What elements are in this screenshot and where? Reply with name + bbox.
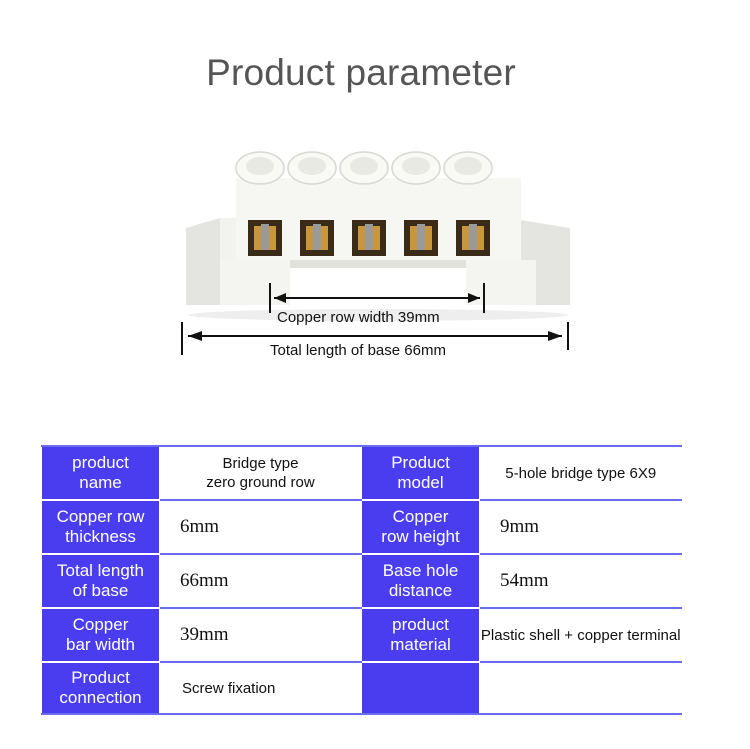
- param-key: Total length of base: [41, 553, 160, 608]
- param-value: 9mm: [479, 499, 682, 554]
- param-key: Copper row height: [361, 499, 480, 554]
- param-value: 54mm: [479, 553, 682, 608]
- param-value: 39mm: [159, 607, 362, 662]
- param-value: Plastic shell + copper terminal: [479, 607, 682, 662]
- bus-bar-product-image: [181, 151, 570, 355]
- param-key: Copper bar width: [41, 607, 160, 662]
- param-key: Base hole distance: [361, 553, 480, 608]
- table-row: product name Bridge type zero ground row…: [41, 445, 682, 500]
- param-key: Product model: [361, 445, 480, 500]
- table-row: Copper row thickness 6mm Copper row heig…: [41, 499, 682, 554]
- param-key: Copper row thickness: [41, 499, 160, 554]
- table-row: Copper bar width 39mm product material P…: [41, 607, 682, 662]
- param-value: 66mm: [159, 553, 362, 608]
- param-key-empty: [361, 661, 480, 715]
- table-row: Product connection Screw fixation: [41, 661, 682, 715]
- param-value: 6mm: [159, 499, 362, 554]
- table-row: Total length of base 66mm Base hole dist…: [41, 553, 682, 608]
- total-length-label: Total length of base 66mm: [270, 342, 446, 359]
- param-value-empty: [479, 661, 682, 715]
- copper-row-width-label: Copper row width 39mm: [277, 309, 440, 326]
- page-title: Product parameter: [206, 52, 516, 93]
- parameter-table: product name Bridge type zero ground row…: [41, 445, 682, 715]
- param-value: Screw fixation: [159, 661, 362, 715]
- param-value: 5-hole bridge type 6X9: [479, 445, 682, 500]
- param-value: Bridge type zero ground row: [159, 445, 362, 500]
- param-key: product material: [361, 607, 480, 662]
- param-key: product name: [41, 445, 160, 500]
- param-key: Product connection: [41, 661, 160, 715]
